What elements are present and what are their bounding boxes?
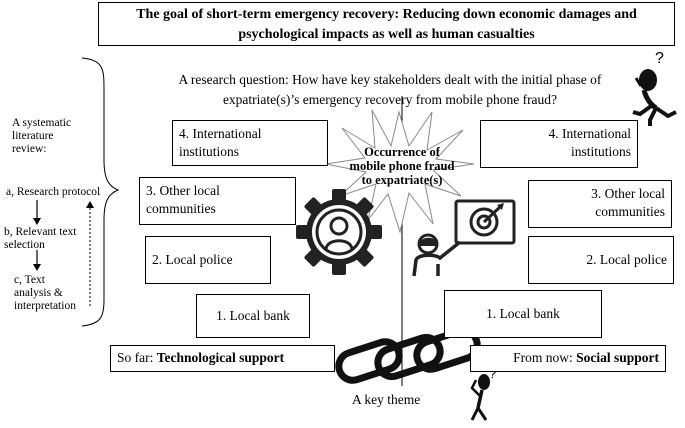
review-step-c-line-1: c, Text xyxy=(14,274,45,286)
review-heading-line-3: review: xyxy=(12,143,47,155)
review-step-c-line-2: analysis & xyxy=(14,287,63,299)
review-step-b-line-2: selection xyxy=(4,239,45,251)
right-stakeholder-international: 4. International institutions xyxy=(480,120,638,168)
goal-line-1: The goal of short-term emergency recover… xyxy=(136,7,637,22)
left-stakeholder-bank: 1. Local bank xyxy=(196,294,310,338)
review-heading-line-1: A systematic xyxy=(12,117,72,129)
right-stakeholder-communities: 3. Other local communities xyxy=(528,180,672,228)
review-heading-line-2: literature xyxy=(12,130,54,142)
feedback-arrow-head xyxy=(86,201,94,208)
review-heading: A systematic literature review: xyxy=(12,117,71,156)
left-communities-line-2: communities xyxy=(146,201,216,216)
chain-link-icon xyxy=(335,327,481,384)
confused-figure-icon xyxy=(632,69,677,126)
goal-box: The goal of short-term emergency recover… xyxy=(98,2,675,46)
social-support-prefix: From now: xyxy=(513,350,577,365)
thinking-figure-icon xyxy=(470,374,490,421)
occurrence-line-2: mobile phone fraud xyxy=(349,159,455,173)
goal-line-2: psychological impacts as well as human c… xyxy=(238,27,535,42)
review-step-c: c, Text analysis & interpretation xyxy=(14,274,76,313)
occurrence-label: Occurrence of mobile phone fraud to expa… xyxy=(340,145,464,187)
left-communities-line-1: 3. Other local xyxy=(146,183,220,198)
research-question-line-2: expatriate(s)’s emergency recovery from … xyxy=(222,92,558,107)
review-step-b-line-1: b, Relevant text xyxy=(4,226,77,238)
right-international-line-2: institutions xyxy=(570,144,631,159)
technological-support-label: Technological support xyxy=(156,350,285,365)
gear-person-icon xyxy=(296,189,382,275)
right-communities-line-2: communities xyxy=(595,204,665,219)
social-support-label: Social support xyxy=(576,350,659,365)
occurrence-line-1: Occurrence of xyxy=(364,145,440,159)
left-stakeholder-police: 2. Local police xyxy=(145,236,271,284)
presenter-target-icon xyxy=(412,199,516,277)
technological-support-box: So far: Technological support xyxy=(110,345,335,372)
research-question-line-1: A research question: How have key stakeh… xyxy=(178,72,602,87)
review-step-b: b, Relevant text selection xyxy=(4,226,77,252)
left-international-line-2: institutions xyxy=(179,144,240,159)
left-stakeholder-communities: 3. Other local communities xyxy=(139,177,296,225)
step-arrow-a-b-head xyxy=(33,218,41,225)
review-brace xyxy=(81,57,120,327)
question-mark-top: ? xyxy=(655,50,664,67)
right-stakeholder-bank: 1. Local bank xyxy=(444,290,602,338)
review-step-c-line-3: interpretation xyxy=(14,300,76,312)
review-step-a: a, Research protocol xyxy=(6,186,101,198)
technological-support-prefix: So far: xyxy=(117,350,157,365)
right-international-line-1: 4. International xyxy=(548,126,631,141)
question-mark-bottom: ? xyxy=(489,366,497,381)
occurrence-burst xyxy=(325,109,475,234)
step-arrow-b-c-head xyxy=(33,264,41,271)
left-international-line-1: 4. International xyxy=(179,126,262,141)
occurrence-line-3: to expatriate(s) xyxy=(361,173,443,187)
research-question: A research question: How have key stakeh… xyxy=(150,70,630,110)
right-stakeholder-police: 2. Local police xyxy=(528,236,674,284)
key-theme-label: A key theme xyxy=(352,392,421,407)
left-stakeholder-international: 4. International institutions xyxy=(172,120,328,166)
right-communities-line-1: 3. Other local xyxy=(591,186,665,201)
social-support-box: From now: Social support xyxy=(470,345,666,372)
